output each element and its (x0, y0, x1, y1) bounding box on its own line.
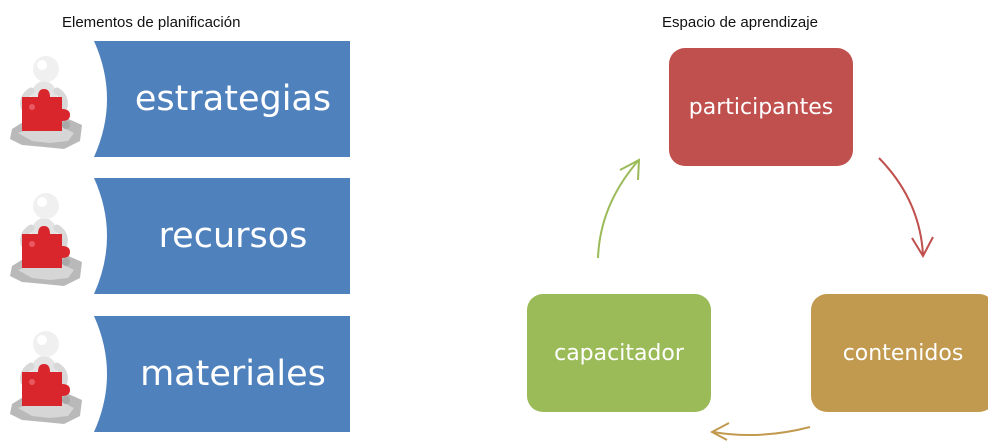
element-banner (8, 316, 350, 432)
node-participantes: participantes (669, 48, 853, 166)
arrow-participantes-to-contenidos (878, 157, 924, 256)
planning-element-recursos: recursos (8, 178, 358, 294)
arrow-capacitador-to-participantes (597, 160, 639, 259)
node-capacitador: capacitador (527, 294, 711, 412)
element-label: estrategias (134, 79, 332, 119)
arrow-contenidos-to-capacitador (712, 426, 811, 437)
element-label: recursos (158, 216, 308, 256)
element-banner (8, 41, 350, 157)
learning-space-title: Espacio de aprendizaje (662, 14, 818, 31)
arrow-head-gold (709, 422, 730, 441)
arrow-head-red (911, 236, 934, 259)
planning-element-materiales: materiales (8, 316, 358, 432)
node-contenidos: contenidos (811, 294, 988, 412)
planning-elements-title: Elementos de planificación (62, 14, 241, 31)
planning-element-estrategias: estrategias (8, 41, 358, 157)
arrow-head-green (619, 158, 641, 181)
element-label: materiales (140, 354, 326, 394)
element-banner (8, 178, 350, 294)
